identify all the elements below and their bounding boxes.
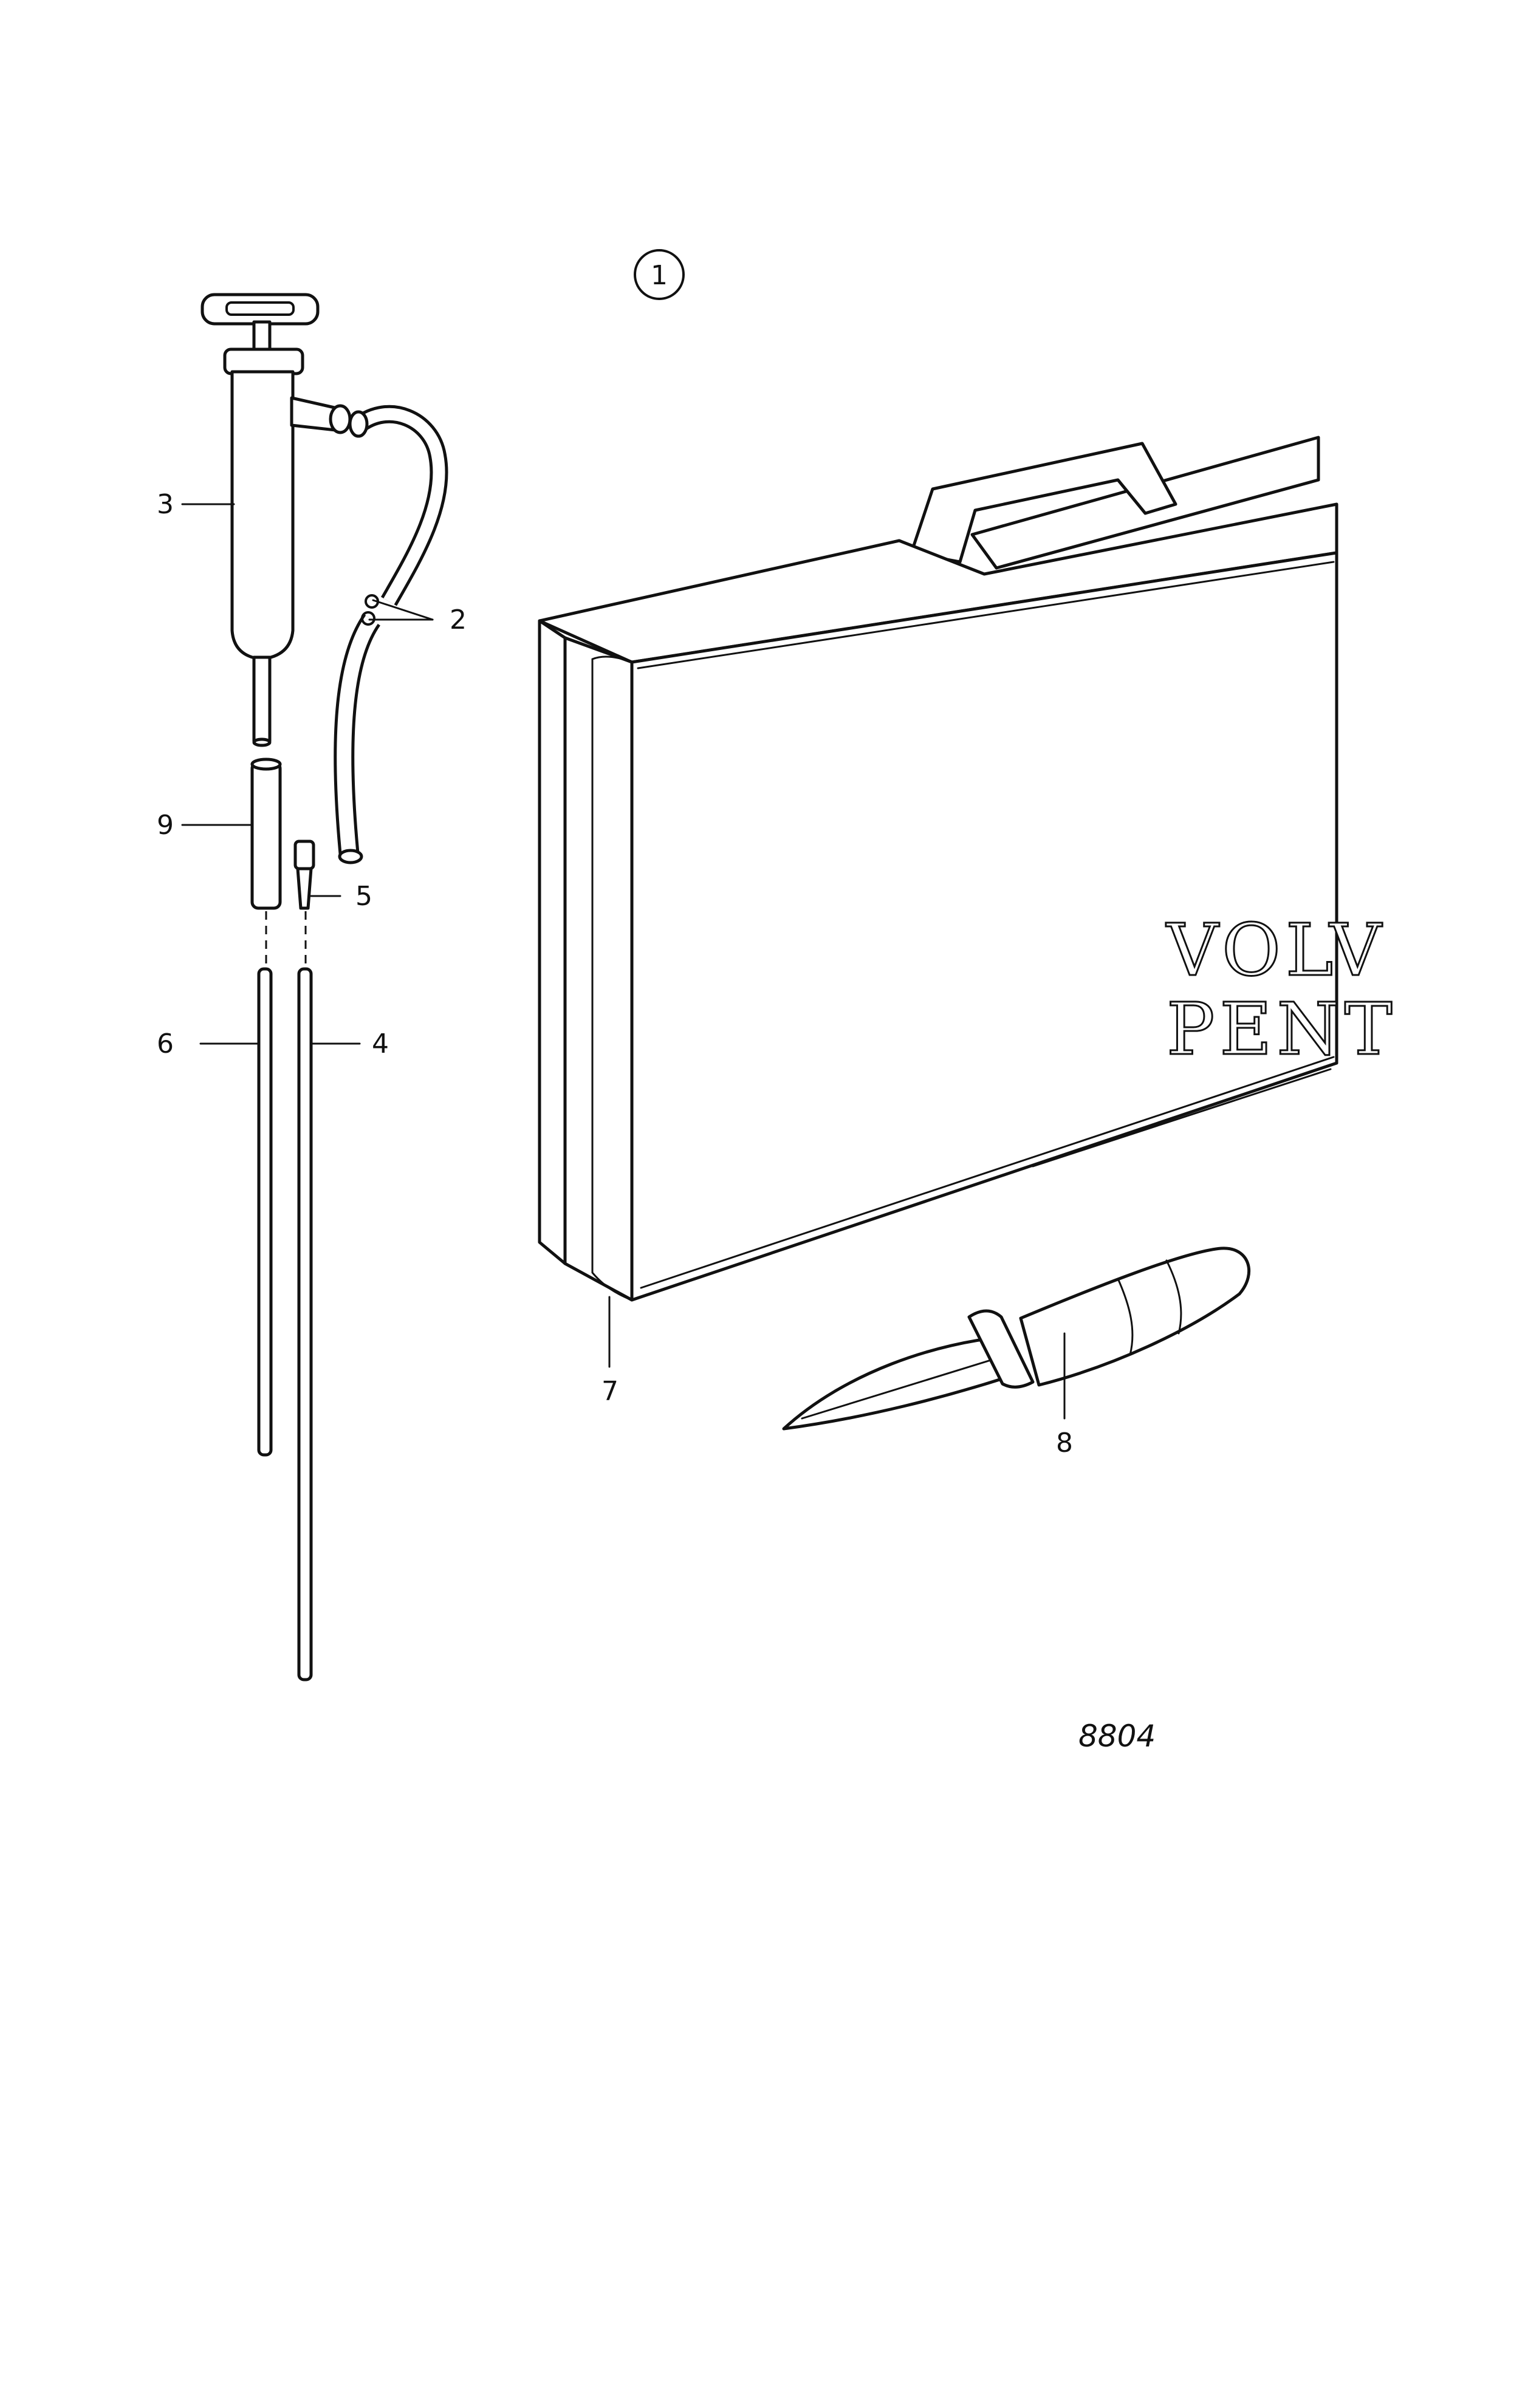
callout-5: 5: [355, 881, 372, 912]
case-logo-line2: PENT: [1167, 987, 1397, 1071]
case-part: VOLV PENT: [538, 436, 1397, 1302]
callout-9: 9: [157, 810, 174, 841]
callout-3: 3: [157, 489, 174, 520]
group-number: 1: [651, 260, 668, 291]
sleeve-part: [250, 758, 282, 910]
case-logo-line1: VOLV: [1165, 908, 1386, 992]
callout-2: 2: [450, 604, 467, 635]
callout-7: 7: [601, 1376, 619, 1407]
short-rod-part: [257, 967, 273, 1457]
long-rod-part: [297, 967, 313, 1681]
leader-lines: [181, 503, 1066, 1420]
hose-part: [334, 405, 448, 864]
pump-part: [200, 293, 352, 747]
figure-number: 8804: [1078, 1719, 1156, 1754]
callout-6: 6: [157, 1028, 174, 1059]
nozzle-part: [293, 840, 315, 910]
knife-part: [782, 1247, 1251, 1431]
group-number-marker: 1: [634, 249, 685, 300]
callout-4: 4: [372, 1028, 389, 1059]
callout-8: 8: [1056, 1428, 1073, 1459]
